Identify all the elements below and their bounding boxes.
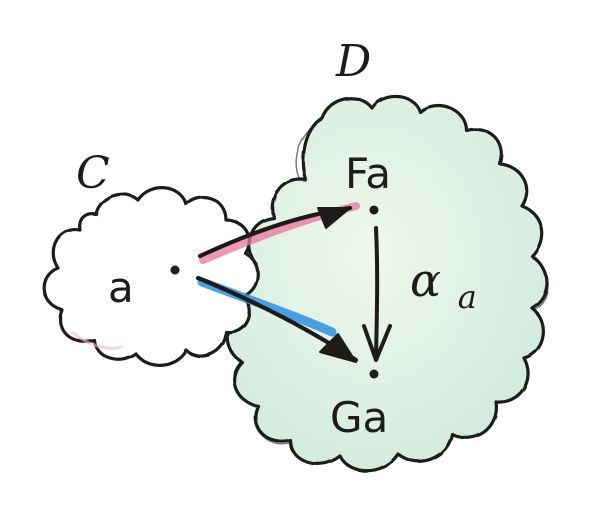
object-a-point xyxy=(170,265,180,275)
object-fa-label: Fa xyxy=(345,149,391,198)
component-alpha-label: α a xyxy=(410,253,477,316)
object-ga-point xyxy=(369,369,379,379)
category-d-cloud-sketch-line xyxy=(253,119,549,445)
category-c-cloud-tint xyxy=(71,330,123,350)
category-d-label: D xyxy=(335,36,371,87)
object-a-label: a xyxy=(108,263,134,312)
arrow-a-to-ga-head xyxy=(319,333,357,363)
category-c-label: C xyxy=(76,148,110,199)
object-fa-point xyxy=(369,205,379,215)
object-ga-label: Ga xyxy=(330,393,388,442)
arrow-fa-to-ga xyxy=(374,226,380,360)
component-alpha-symbol: α xyxy=(410,253,441,307)
category-c-cloud xyxy=(42,186,260,367)
component-alpha-subscript: a xyxy=(458,278,477,316)
arrow-fa-to-ga-head xyxy=(362,324,392,362)
arrow-a-to-fa-head xyxy=(317,207,351,229)
